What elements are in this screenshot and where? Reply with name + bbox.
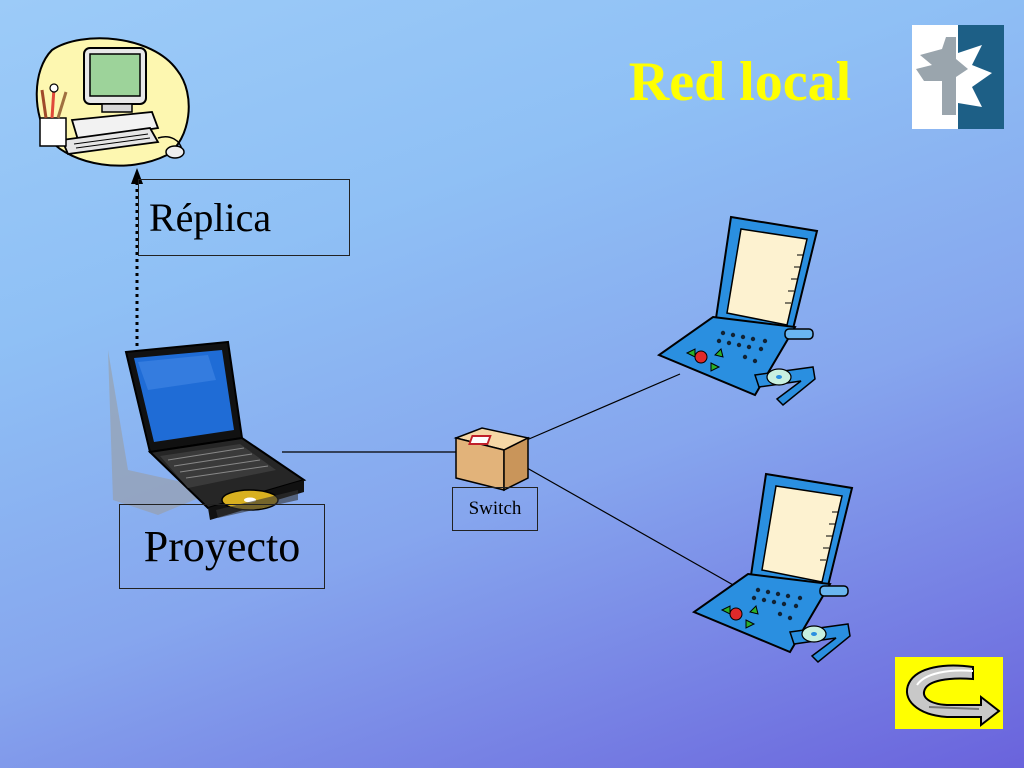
slide-title: Red local: [628, 51, 852, 113]
switch-box-icon: [453, 427, 530, 492]
switch-label-box: Switch: [452, 487, 538, 531]
link-switch-client-2: [526, 467, 736, 587]
replica-label: Réplica: [149, 195, 272, 240]
client-laptop-2-icon: [691, 472, 854, 664]
laptop-icon: [108, 340, 307, 520]
back-arrow-icon[interactable]: [895, 657, 1003, 729]
replica-label-box: Réplica: [138, 179, 350, 256]
client-laptop-1-icon: [656, 215, 819, 407]
proyecto-label: Proyecto: [143, 522, 301, 571]
link-switch-client-1: [521, 373, 681, 443]
switch-label: Switch: [468, 498, 522, 519]
proyecto-label-box: Proyecto: [119, 504, 325, 589]
replica-arrow-head: [131, 168, 143, 184]
desktop-computer-icon: [35, 37, 190, 167]
logo-icon: [912, 25, 1004, 129]
